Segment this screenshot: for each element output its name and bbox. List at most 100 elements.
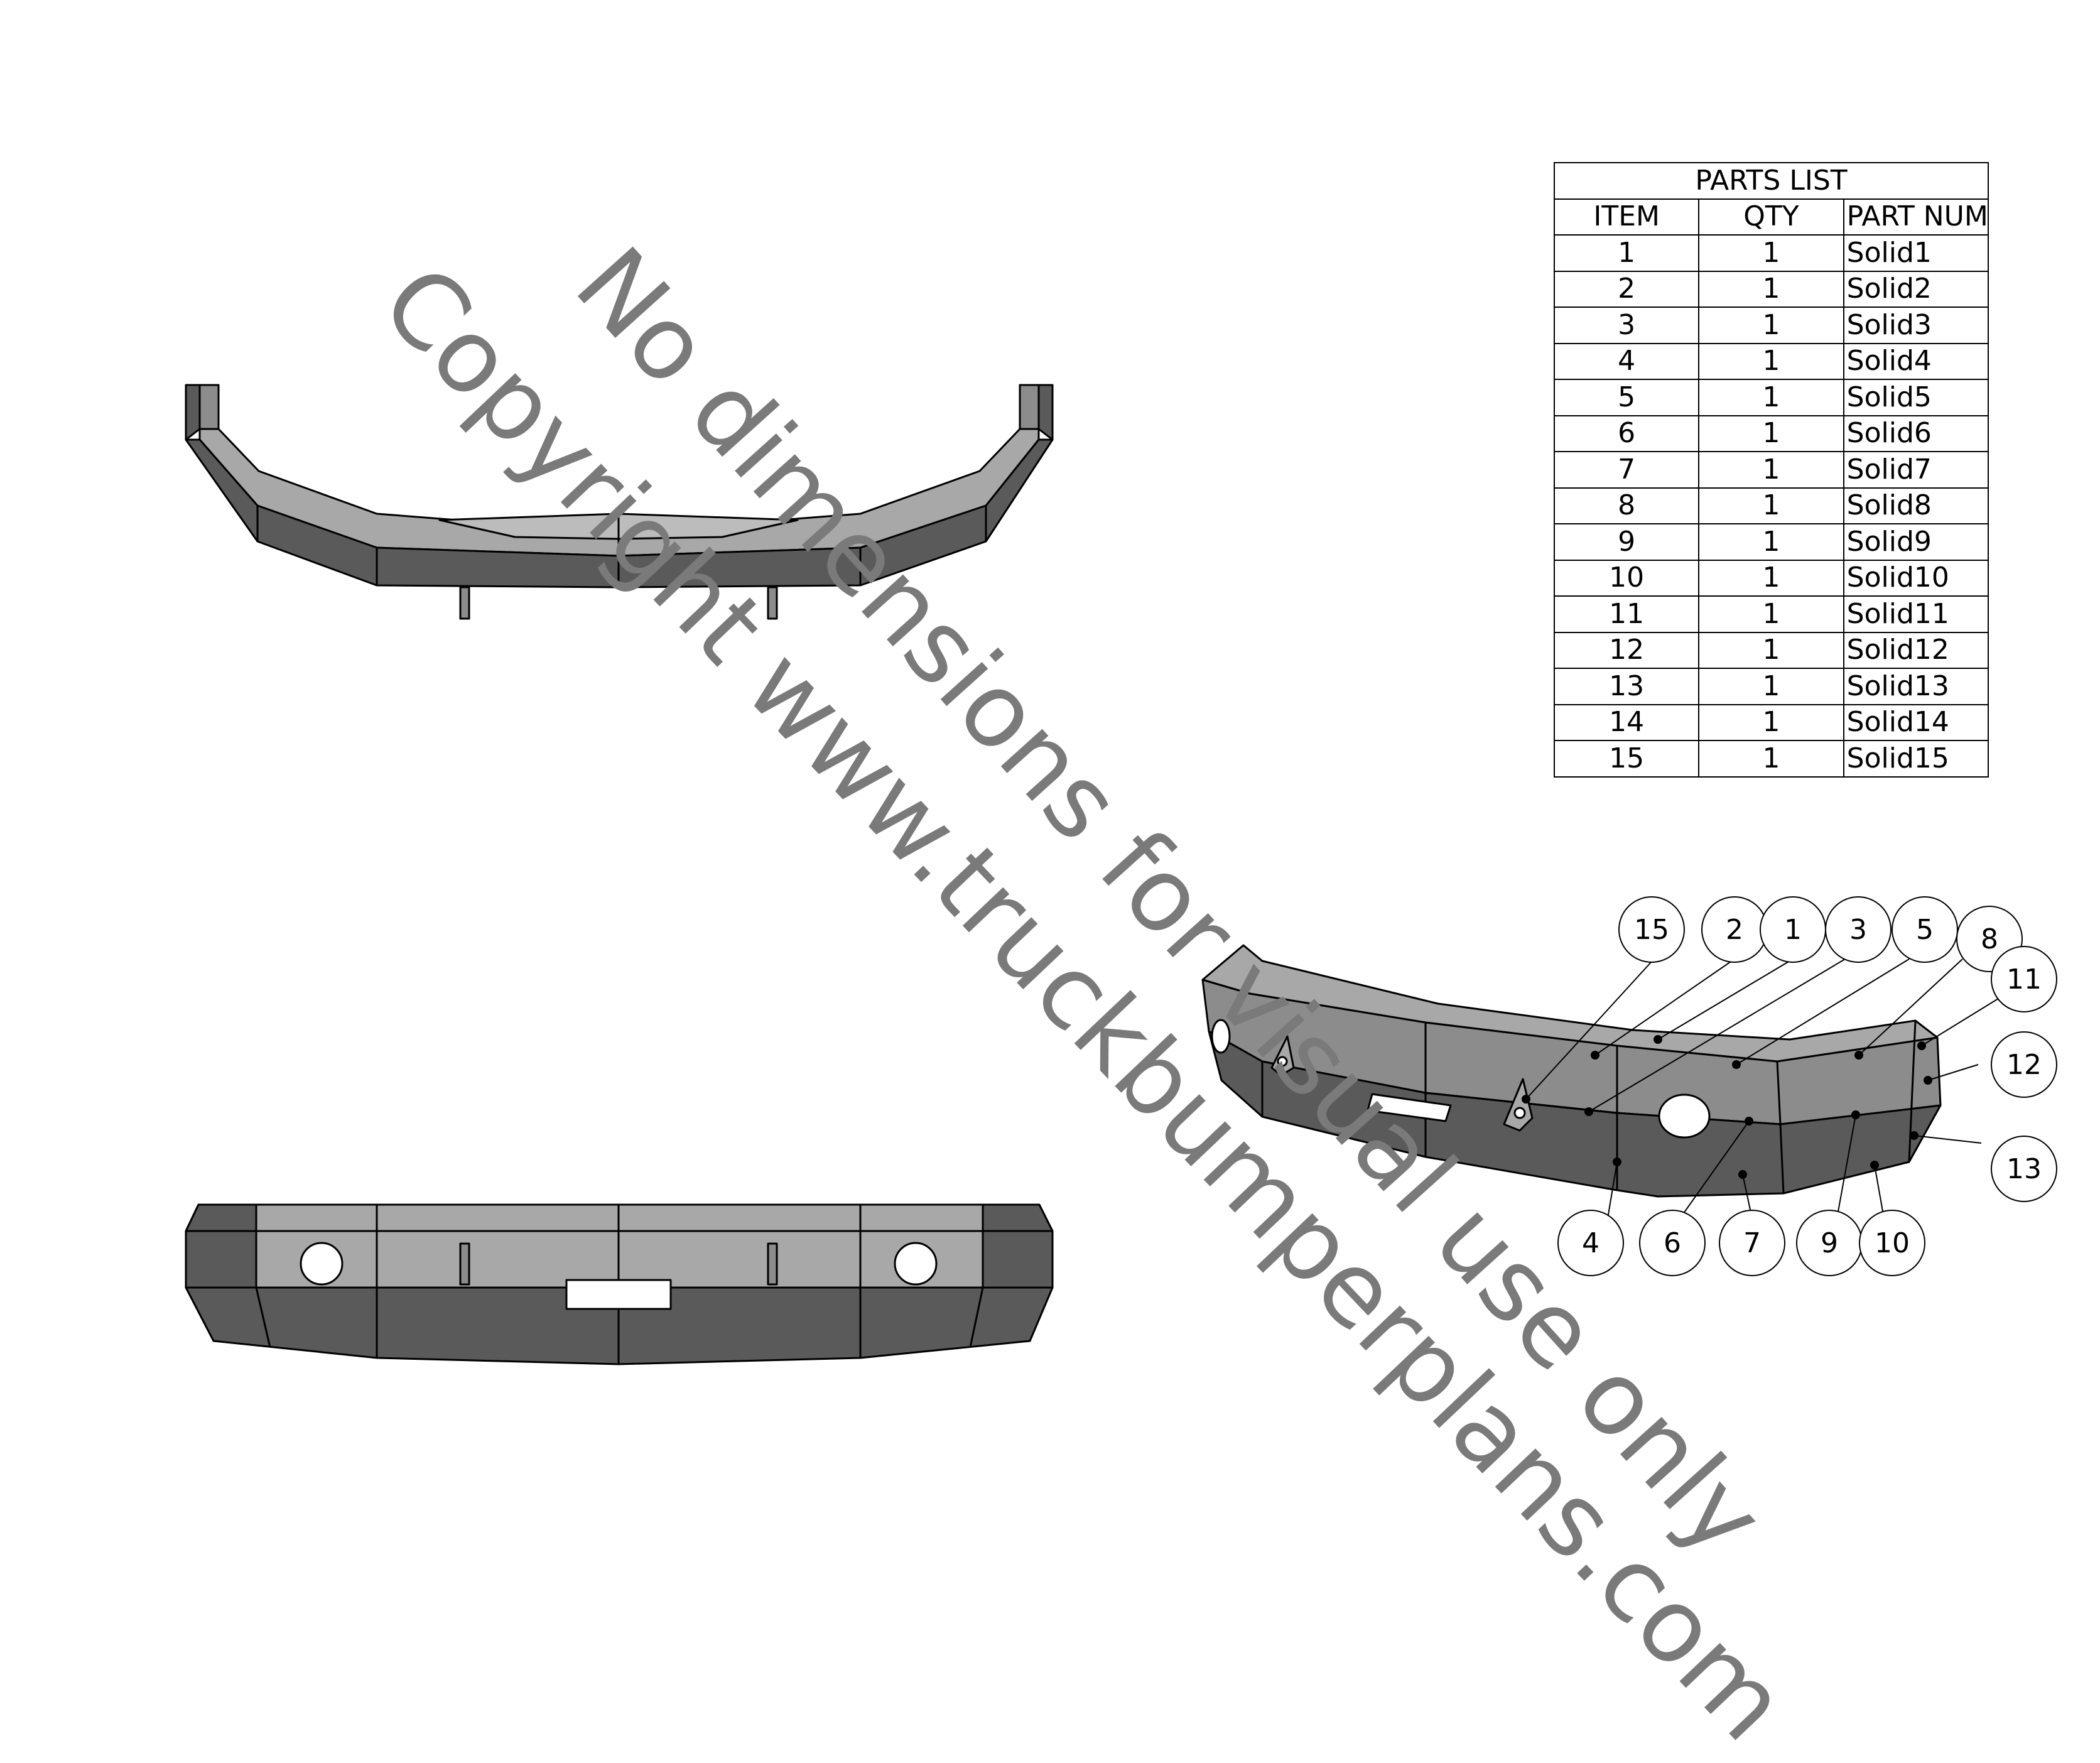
- cell-qty: 1: [1698, 668, 1844, 705]
- cell-qty: 1: [1698, 306, 1844, 344]
- iso-view-seam: [1908, 1020, 1917, 1163]
- iso-view-light-hole: [1658, 1093, 1711, 1139]
- cell-part-number: Solid13: [1843, 668, 1989, 705]
- cell-qty: 1: [1698, 595, 1844, 633]
- cell-item: 9: [1553, 523, 1700, 561]
- cell-part-number: Solid5: [1843, 379, 1989, 416]
- cell-qty: 1: [1698, 740, 1844, 778]
- front-view-seam: [255, 1287, 271, 1348]
- top-view-left-post-face: [198, 384, 220, 430]
- front-view-shackle-slot: [459, 1242, 470, 1286]
- cell-qty: 1: [1698, 631, 1844, 669]
- balloon-11: 11: [1991, 946, 2057, 1012]
- balloon-10: 10: [1859, 1210, 1925, 1276]
- cell-part-number: Solid14: [1843, 703, 1989, 741]
- top-view-mount-tab: [459, 586, 470, 620]
- front-view-shackle-slot: [767, 1242, 778, 1286]
- cell-item: 14: [1553, 703, 1700, 741]
- iso-view-seam: [1776, 1061, 1782, 1125]
- cell-qty: 1: [1698, 234, 1844, 272]
- top-view-mount-tab: [767, 586, 778, 620]
- iso-view-shackle-tab: [1270, 1035, 1295, 1077]
- cell-item: 3: [1553, 306, 1700, 344]
- balloon-3: 3: [1825, 896, 1892, 963]
- cell-part-number: Solid11: [1843, 595, 1989, 633]
- iso-view-end-hole: [1211, 1019, 1231, 1054]
- iso-view-seam: [1779, 1124, 1785, 1194]
- leader-dots: [1522, 1035, 1932, 1179]
- cell-qty: 1: [1698, 342, 1844, 380]
- balloon-12: 12: [1991, 1031, 2057, 1098]
- cell-item: 7: [1553, 451, 1700, 489]
- cell-item: 10: [1553, 559, 1700, 597]
- top-view-right-post-face: [1019, 384, 1040, 430]
- cell-qty: 1: [1698, 415, 1844, 452]
- balloon-8: 8: [1956, 906, 2023, 972]
- cell-part-number: Solid6: [1843, 415, 1989, 452]
- front-view-left-light-hole: [300, 1242, 344, 1286]
- front-view-winch-opening: [565, 1279, 672, 1310]
- cell-item: 8: [1553, 487, 1700, 524]
- balloon-7: 7: [1719, 1210, 1785, 1276]
- cell-part-number: Solid15: [1843, 740, 1989, 778]
- parts-list-title: PARTS LIST: [1554, 162, 1989, 200]
- cell-item: 13: [1553, 668, 1700, 705]
- header-qty: QTY: [1698, 198, 1844, 236]
- iso-view-shackle-hole: [1277, 1056, 1288, 1067]
- cell-qty: 1: [1698, 523, 1844, 561]
- top-view: [185, 384, 1054, 620]
- parts-list-header-row: ITEM QTY PART NUMBE: [1553, 198, 1989, 236]
- cell-item: 1: [1553, 234, 1700, 272]
- cell-item: 2: [1553, 270, 1700, 308]
- iso-view: [1201, 944, 1942, 1198]
- balloon-2: 2: [1701, 896, 1768, 963]
- cell-item: 15: [1553, 740, 1700, 778]
- front-view-right-cap: [982, 1203, 1054, 1289]
- balloon-1: 1: [1760, 896, 1826, 963]
- parts-list-title-row: PARTS LIST: [1554, 162, 1989, 200]
- cell-qty: 1: [1698, 487, 1844, 524]
- parts-list-table: PARTS LIST ITEM QTY PART NUMBE 11Solid12…: [1553, 162, 1989, 778]
- front-view: [185, 1203, 1054, 1365]
- cell-item: 11: [1553, 595, 1700, 633]
- cell-qty: 1: [1698, 559, 1844, 597]
- cell-item: 5: [1553, 379, 1700, 416]
- leader-lines: [1525, 958, 1999, 1219]
- header-item: ITEM: [1553, 198, 1700, 236]
- balloon-13: 13: [1991, 1136, 2057, 1202]
- balloon-4: 4: [1557, 1210, 1624, 1276]
- drawing-sheet: [185, 384, 1999, 1365]
- cell-qty: 1: [1698, 379, 1844, 416]
- cell-qty: 1: [1698, 451, 1844, 489]
- cell-part-number: Solid1: [1843, 234, 1989, 272]
- header-part-number: PART NUMBE: [1843, 198, 1989, 236]
- top-view-front-face: [185, 438, 1054, 589]
- cell-qty: 1: [1698, 270, 1844, 308]
- cell-qty: 1: [1698, 703, 1844, 741]
- cell-item: 6: [1553, 415, 1700, 452]
- front-view-left-cap: [185, 1203, 257, 1289]
- front-view-seam: [969, 1287, 984, 1348]
- cell-part-number: Solid4: [1843, 342, 1989, 380]
- cell-part-number: Solid3: [1843, 306, 1989, 344]
- balloon-5: 5: [1892, 896, 1958, 963]
- cell-part-number: Solid12: [1843, 631, 1989, 669]
- cell-part-number: Solid9: [1843, 523, 1989, 561]
- balloon-9: 9: [1796, 1210, 1863, 1276]
- iso-view-shackle-tab: [1503, 1078, 1534, 1132]
- balloon-6: 6: [1639, 1210, 1706, 1276]
